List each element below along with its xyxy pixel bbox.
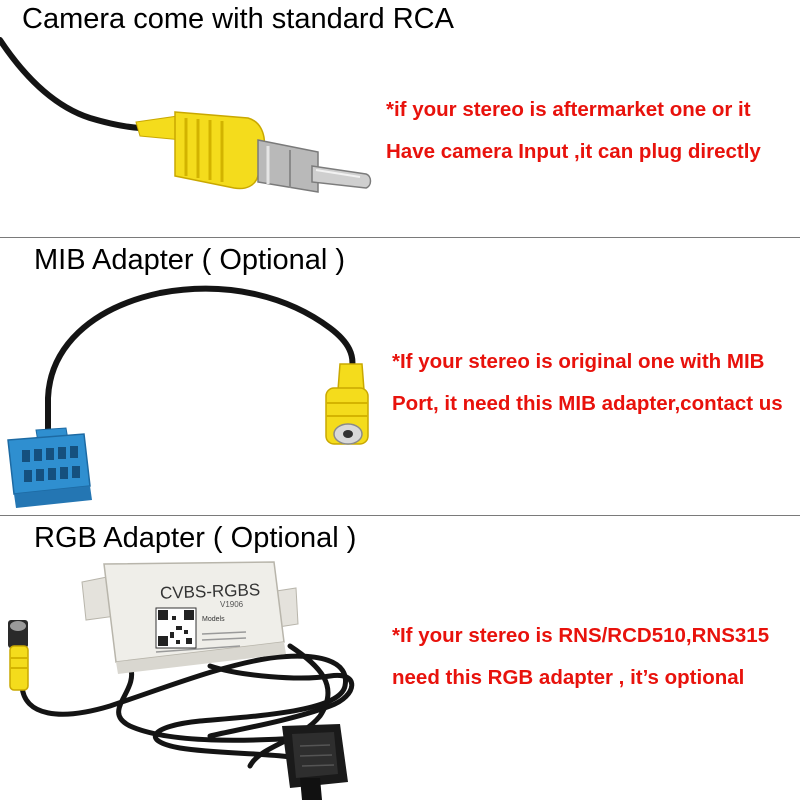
section-rgb-adapter: RGB Adapter ( Optional ) — [0, 516, 800, 800]
mib-adapter-image — [7, 285, 369, 508]
section-note-line-2: need this RGB adapter , it’s optional — [392, 666, 745, 689]
section-divider — [0, 515, 800, 516]
section-mib-adapter: MIB Adapter ( Optional ) *If yo — [0, 238, 800, 515]
rgb-box-models-label: Models — [202, 616, 225, 623]
section-note-line-1: *If your stereo is original one with MIB — [392, 350, 765, 373]
section-note-line-2: Port, it need this MIB adapter,contact u… — [392, 392, 783, 415]
section-note-line-1: *If your stereo is RNS/RCD510,RNS315 — [392, 624, 770, 647]
section-note-line-2: Have camera Input ,it can plug directly — [386, 140, 761, 163]
section-title: MIB Adapter ( Optional ) — [34, 244, 346, 276]
rca-cable-image — [0, 37, 372, 193]
rgb-adapter-image — [8, 561, 355, 800]
section-title: Camera come with standard RCA — [22, 3, 454, 35]
section-camera-rca: Camera come with standard RCA *if your s… — [0, 0, 800, 237]
section-note-line-1: *if your stereo is aftermarket one or it — [386, 98, 751, 121]
rgb-box-version: V1906 — [220, 600, 244, 609]
section-divider — [0, 237, 800, 238]
rgb-box-label: CVBS-RGBS — [159, 580, 261, 603]
section-title: RGB Adapter ( Optional ) — [34, 522, 357, 554]
